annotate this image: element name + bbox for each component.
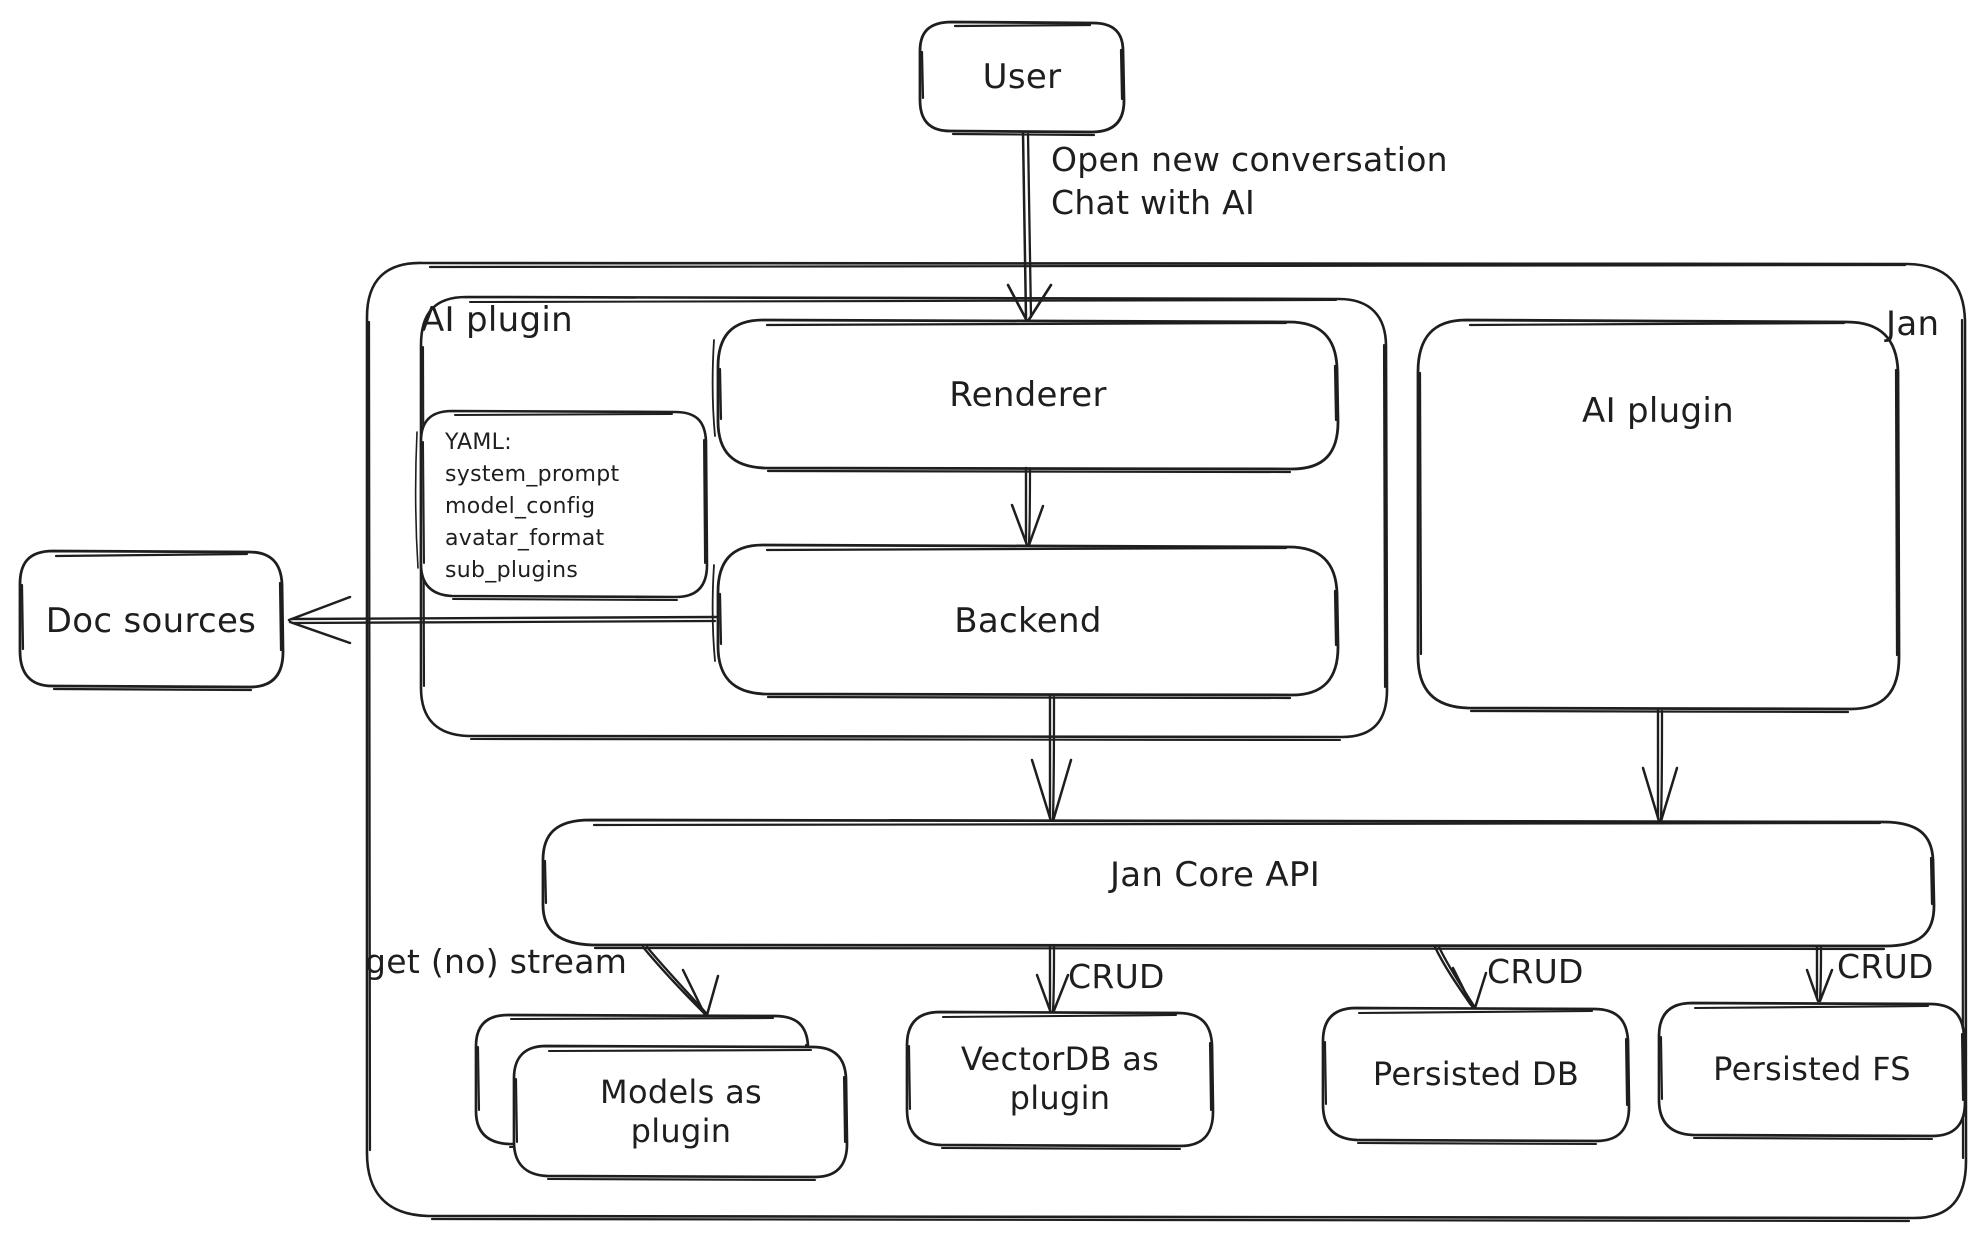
- node-ai-plugin[interactable]: [1416, 318, 1901, 714]
- edge-jancore-to-persisted-fs: [1805, 945, 1834, 1003]
- edge-backend-to-jancore: [1030, 694, 1073, 823]
- node-persisted-db[interactable]: [1321, 1006, 1631, 1146]
- edge-label-open-new-conversation: Open new conversation: [1051, 140, 1448, 179]
- edge-jancore-to-vectordb: [1035, 945, 1070, 1015]
- node-jan-core-api[interactable]: [541, 818, 1936, 951]
- note-yaml-line-2: avatar_format: [445, 526, 605, 551]
- node-jan-core-api-label: Jan Core API: [1109, 855, 1321, 895]
- node-user[interactable]: [918, 20, 1126, 137]
- group-ai-plugin-label: AI plugin: [421, 300, 573, 340]
- node-doc-sources[interactable]: [18, 549, 285, 692]
- note-yaml-line-1: model_config: [445, 494, 596, 519]
- edge-jancore-to-persisted-db: [1433, 945, 1488, 1010]
- edge-label-crud-vectordb: CRUD: [1068, 957, 1165, 996]
- node-vectordb-plugin[interactable]: [905, 1010, 1215, 1151]
- edge-label-chat-with-ai: Chat with AI: [1051, 183, 1256, 222]
- node-doc-sources-label: Doc sources: [45, 601, 257, 641]
- node-ai-plugin-label: AI plugin: [1582, 391, 1734, 431]
- node-backend[interactable]: [711, 543, 1340, 700]
- note-yaml-line-3: sub_plugins: [445, 558, 579, 583]
- edge-label-crud-persisted-fs: CRUD: [1837, 947, 1934, 986]
- edge-renderer-to-backend: [1010, 466, 1045, 547]
- group-jan-label: Jan: [1886, 304, 1940, 344]
- node-renderer[interactable]: [711, 318, 1340, 474]
- edge-label-crud-persisted-db: CRUD: [1487, 952, 1584, 991]
- node-models-plugin-label: Models as plugin: [600, 1073, 762, 1151]
- note-yaml-line-0: system_prompt: [445, 462, 620, 487]
- node-persisted-fs[interactable]: [1657, 1001, 1967, 1141]
- edge-jancore-to-models: [641, 945, 720, 1017]
- note-yaml: [414, 409, 709, 601]
- node-persisted-fs-label: Persisted FS: [1713, 1050, 1911, 1088]
- node-renderer-label: Renderer: [949, 375, 1107, 415]
- note-yaml-title: YAML:: [445, 430, 512, 455]
- node-vectordb-plugin-label: VectorDB as plugin: [960, 1040, 1160, 1118]
- node-persisted-db-label: Persisted DB: [1372, 1055, 1580, 1093]
- edge-label-get-no-stream: get (no) stream: [365, 942, 628, 981]
- node-user-label: User: [982, 57, 1062, 97]
- node-models-plugin[interactable]: [512, 1044, 849, 1182]
- node-backend-label: Backend: [954, 601, 1102, 641]
- edge-user-to-renderer: [1006, 131, 1053, 323]
- edge-backend-to-doc-sources: [287, 595, 718, 645]
- edge-aiplugin-to-jancore: [1641, 708, 1679, 823]
